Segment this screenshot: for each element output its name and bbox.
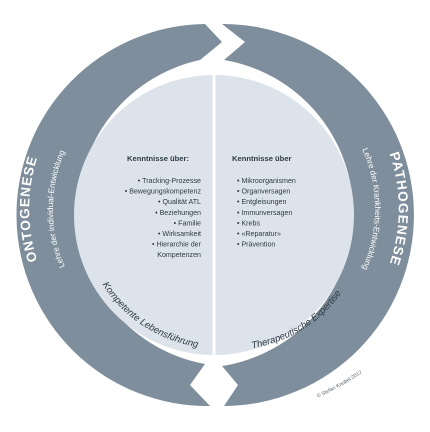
right-list-item: • Mikroorganismen: [237, 177, 296, 185]
right-list-item: • Krebs: [237, 219, 260, 227]
left-list-item: • Wirksamkeit: [158, 230, 201, 238]
left-list-item: • Bewegungskompetenz: [125, 188, 202, 196]
right-list-item: • Entgleisungen: [237, 198, 286, 206]
left-list-item: • Tracking-Prozesse: [138, 177, 201, 185]
right-list-item: • «Reparatur»: [237, 230, 281, 238]
left-list-item: • Qualität ATL: [158, 198, 201, 206]
left-list-item: • Hierarchie der: [152, 241, 202, 249]
left-list-item: • Beziehungen: [155, 209, 201, 217]
left-ring-title: ONTOGENESE: [17, 154, 40, 264]
left-panel-list: • Tracking-Prozesse • Bewegungskompetenz •…: [125, 177, 202, 259]
right-panel-heading: Kenntnisse über: [232, 154, 292, 163]
left-panel-heading: Kenntnisse über:: [127, 154, 189, 163]
ring-arrow-right: [222, 23, 414, 407]
ring-arrow-left: [16, 24, 222, 407]
left-list-item: Kompetenzen: [157, 251, 201, 259]
right-list-item: • Prävention: [237, 241, 275, 249]
right-list-item: • Immunversagen: [237, 209, 292, 217]
right-panel-list: • Mikroorganismen • Organversagen • Entgle…: [237, 177, 296, 249]
left-list-item: • Familie: [174, 219, 201, 227]
right-list-item: • Organversagen: [237, 188, 290, 196]
